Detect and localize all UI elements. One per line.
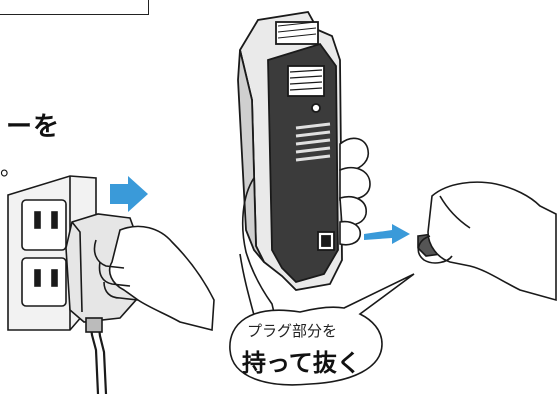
heading-fragment: ーを (6, 112, 61, 142)
sentence-end-fragment: 。 (0, 156, 23, 181)
top-left-frame-box (0, 0, 149, 15)
hand-icon (239, 137, 371, 331)
callout-line1: プラグ部分を (247, 322, 338, 340)
device-icon (237, 11, 343, 291)
arrow-right-icon (364, 224, 410, 244)
hand-icon (93, 225, 215, 332)
arrow-right-icon (110, 176, 148, 212)
callout-bubble (229, 273, 415, 386)
callout-line2: 持って抜く (242, 349, 361, 377)
hand-icon (417, 181, 557, 302)
